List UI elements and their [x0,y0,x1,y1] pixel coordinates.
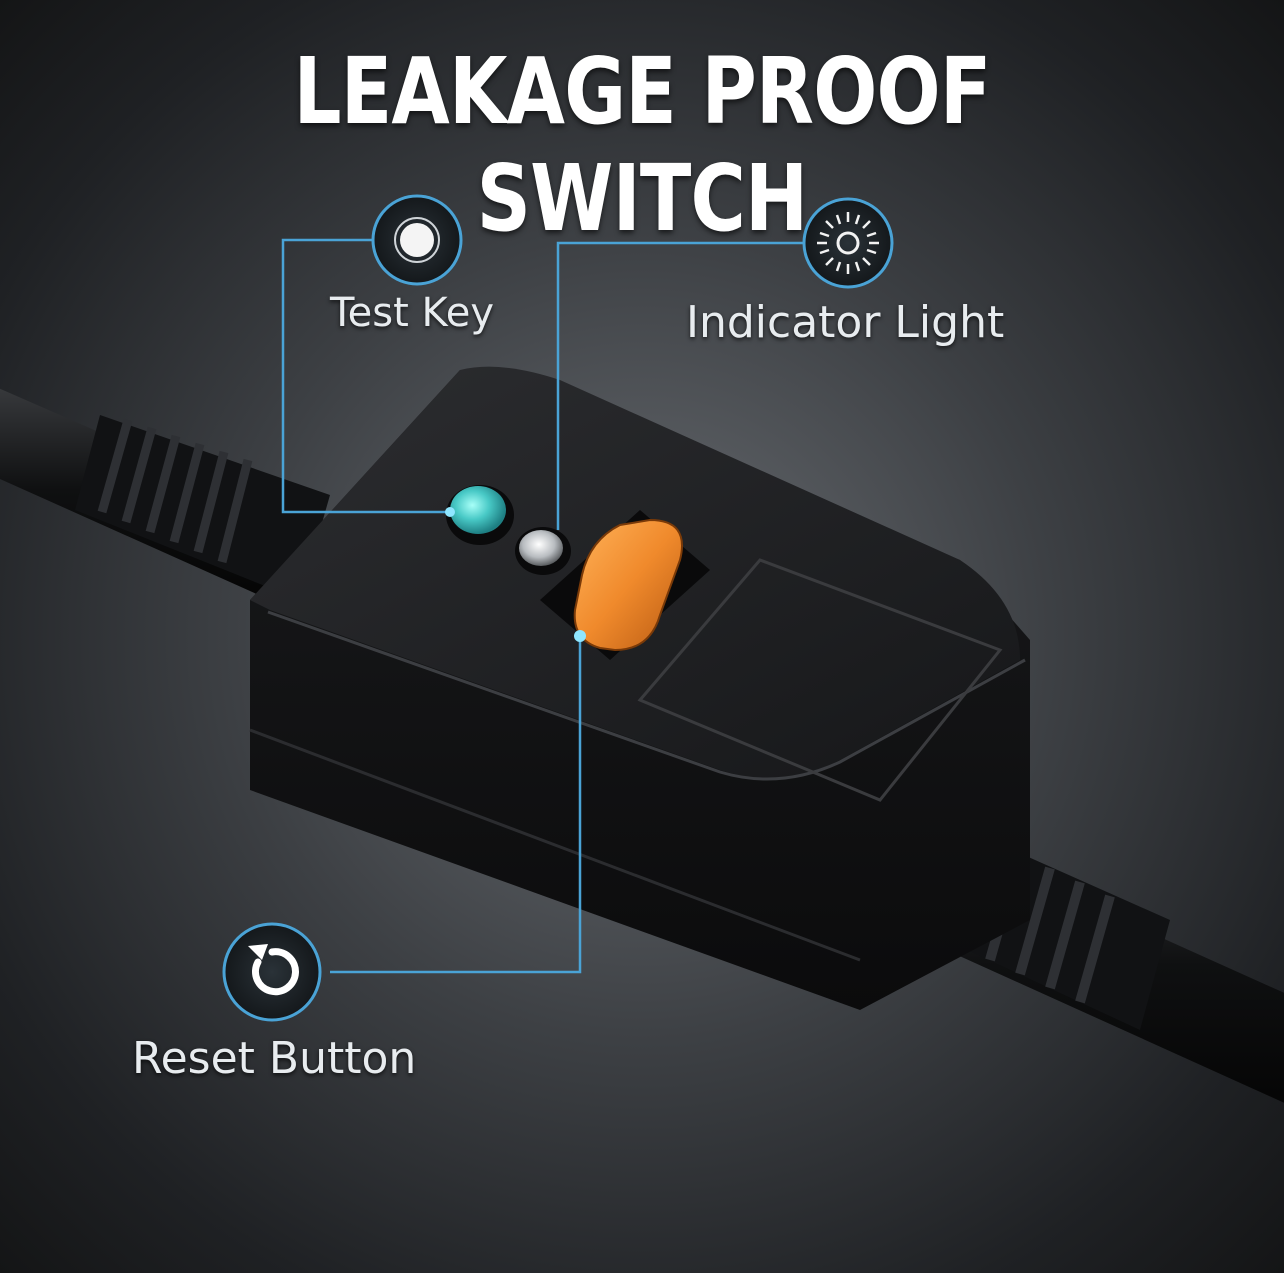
cable-left [0,388,330,600]
indicator-light-icon [802,197,894,289]
test-key-label: Test Key [330,290,495,336]
reset-button[interactable] [573,518,683,652]
indicator-led [515,527,571,575]
indicator-light-label: Indicator Light [686,297,1005,348]
callout-dot-reset [574,630,586,642]
test-key-button[interactable] [446,485,514,545]
reset-icon [222,922,322,1022]
switch-housing [249,366,1030,1010]
callout-dot-test [445,507,455,517]
callout-lines [281,238,803,974]
reset-button-label: Reset Button [132,1033,417,1084]
headline: LEAKAGE PROOF SWITCH [293,38,991,252]
test-key-icon [371,194,463,286]
